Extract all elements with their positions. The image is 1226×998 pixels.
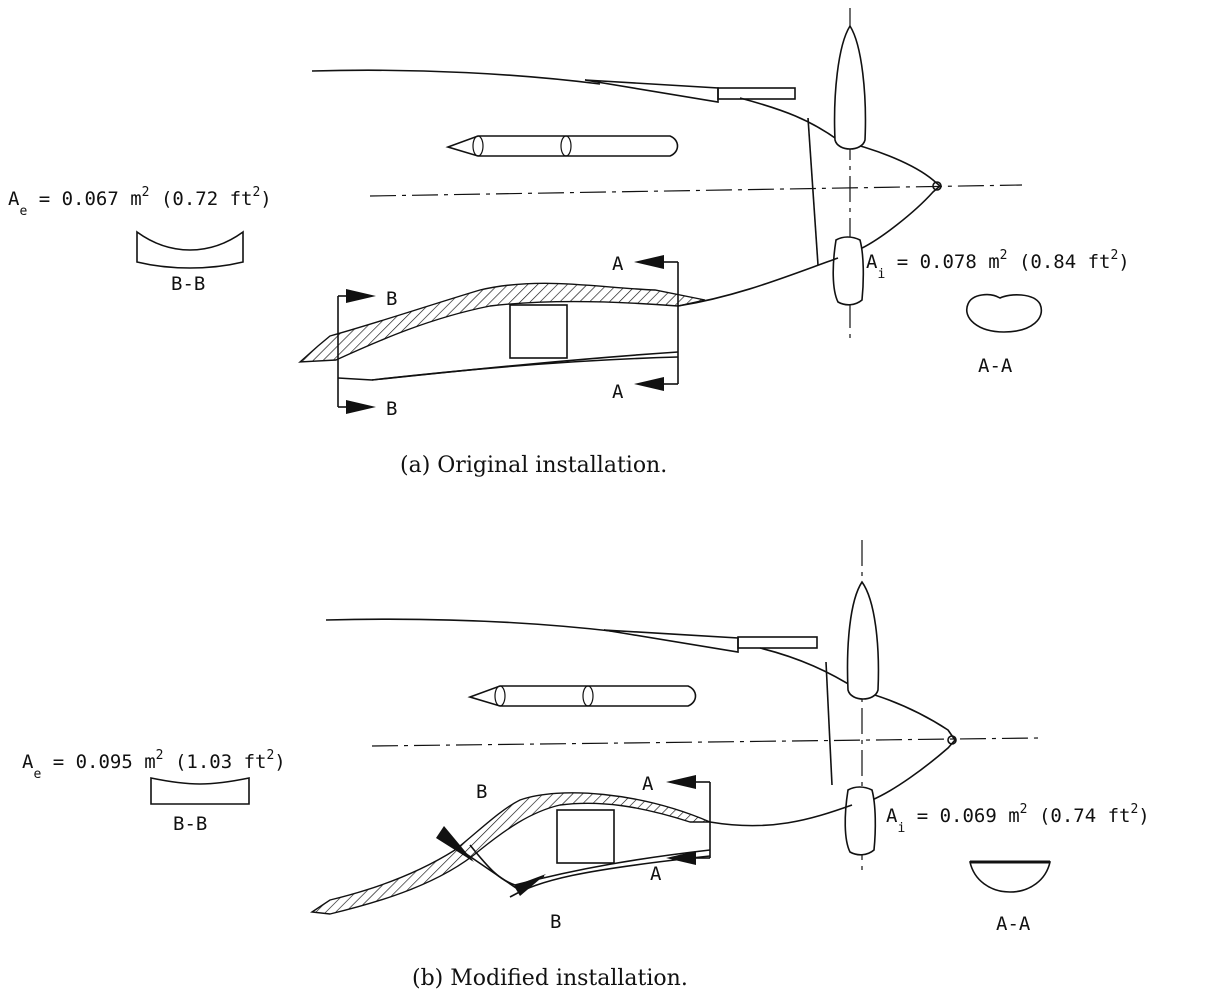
inlet-area-label-b: Ai = 0.069 m2 (0.74 ft2) bbox=[886, 802, 1150, 836]
cut-label-b-bot-b: B bbox=[550, 911, 561, 933]
arrow-b-bot-b bbox=[514, 874, 546, 896]
section-aa-shape-a bbox=[965, 293, 1043, 333]
cowl-line-b bbox=[759, 647, 859, 691]
prop-blade-upper-b bbox=[846, 580, 880, 700]
cowl-line-a bbox=[739, 97, 839, 141]
nacelle-lower-contour-a bbox=[677, 257, 839, 307]
engine-body-a bbox=[445, 135, 679, 157]
engine-ring-mid-a bbox=[560, 135, 572, 157]
engine-ring-mid-b bbox=[582, 685, 594, 707]
prop-plane-line-b bbox=[825, 661, 833, 786]
exit-area-label-a: Ae = 0.067 m2 (0.72 ft2) bbox=[8, 185, 272, 219]
caption-a: (a) Original installation. bbox=[400, 453, 667, 478]
engine-body-b bbox=[467, 685, 697, 707]
arrow-b-bot-a bbox=[346, 400, 376, 414]
arrow-a-bot-a bbox=[634, 377, 664, 391]
cut-label-b-bot: B bbox=[386, 398, 397, 420]
thrust-line-a bbox=[369, 184, 1023, 197]
thrust-line-b bbox=[371, 737, 1041, 747]
exhaust-stub-b bbox=[737, 636, 818, 649]
nacelle-lower-contour-b bbox=[709, 804, 853, 827]
duct-wall-hatched-a bbox=[298, 282, 706, 363]
panel-a-original: A A B B Ae = 0.067 m2 (0.72 ft2) B-B Ai … bbox=[8, 8, 1130, 478]
section-aa-label-b: A-A bbox=[996, 913, 1031, 935]
cut-label-a-bot-b: A bbox=[650, 863, 662, 885]
section-aa-shape-b bbox=[969, 861, 1051, 893]
prop-plane-line-a bbox=[807, 117, 819, 266]
exhaust-stub-a bbox=[717, 87, 796, 100]
prop-blade-upper-a bbox=[833, 24, 867, 150]
exit-area-label-b: Ae = 0.095 m2 (1.03 ft2) bbox=[22, 748, 286, 782]
wing-wedge-b bbox=[603, 629, 739, 653]
b-leader-a bbox=[337, 377, 373, 381]
duct-inner-wall-b bbox=[469, 844, 711, 886]
cut-label-b-top: B bbox=[386, 288, 397, 310]
arrow-b-top-b bbox=[436, 826, 474, 862]
engine-ring-front-a bbox=[472, 135, 484, 157]
section-bb-shape-a bbox=[136, 230, 244, 269]
section-bb-label-b: B-B bbox=[173, 813, 207, 835]
cut-label-a-bot: A bbox=[612, 381, 624, 403]
cut-label-a-top: A bbox=[612, 253, 624, 275]
section-aa-label-a: A-A bbox=[978, 355, 1013, 377]
inlet-area-label-a: Ai = 0.078 m2 (0.84 ft2) bbox=[866, 248, 1130, 282]
radiator-block-a bbox=[509, 304, 568, 359]
prop-blade-lower-b bbox=[844, 786, 877, 856]
arrow-b-bot-shaft-b bbox=[515, 875, 545, 889]
panel-b-modified: A A B B Ae = 0.095 m2 (1.03 ft2) B-B Ai … bbox=[22, 540, 1150, 991]
cut-label-a-top-b: A bbox=[642, 773, 654, 795]
section-bb-label-a: B-B bbox=[171, 273, 205, 295]
section-bb-shape-b bbox=[150, 777, 250, 805]
spinner-a bbox=[837, 139, 942, 251]
prop-blade-lower-a bbox=[832, 236, 865, 306]
engine-ring-front-b bbox=[494, 685, 506, 707]
arrow-a-bot-b bbox=[666, 851, 696, 865]
spinner-b bbox=[857, 689, 957, 801]
spinner-tip-b bbox=[947, 735, 957, 745]
cut-label-b-top-b: B bbox=[476, 781, 487, 803]
caption-b: (b) Modified installation. bbox=[412, 966, 688, 991]
arrow-a-top-a bbox=[634, 255, 664, 269]
radiator-block-b bbox=[556, 809, 615, 864]
wing-wedge-a bbox=[584, 79, 719, 103]
arrow-a-top-b bbox=[666, 775, 696, 789]
duct-inner-wall-a bbox=[371, 356, 679, 381]
nacelle-upper-contour-a bbox=[311, 69, 601, 85]
nacelle-upper-contour-b bbox=[325, 618, 621, 633]
arrow-b-top-shaft-b bbox=[439, 835, 473, 861]
arrow-b-top-a bbox=[346, 289, 376, 303]
